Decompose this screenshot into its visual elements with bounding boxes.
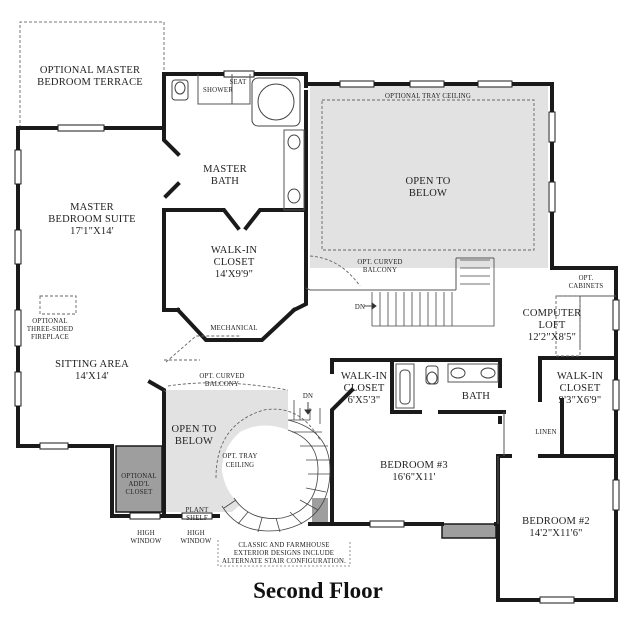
page-title: Second Floor	[253, 578, 383, 603]
master-closet-dim: 14'X9'9"	[215, 269, 253, 280]
note-line-1: CLASSIC AND FARMHOUSE	[238, 542, 329, 549]
opt-cabinets-label-2: CABINETS	[569, 283, 604, 290]
open-below-upper-label-2: BELOW	[409, 188, 447, 199]
b3-closet-label-2: CLOSET	[344, 383, 385, 394]
opt-closet-label-3: CLOSET	[126, 489, 154, 496]
bath-label: BATH	[462, 391, 490, 402]
master-suite-label-2: BEDROOM SUITE	[48, 214, 135, 225]
master-closet-label-2: CLOSET	[214, 257, 255, 268]
balcony-upper-label-1: OPT. CURVED	[357, 259, 402, 266]
master-suite-dim: 17'1"X14'	[70, 226, 114, 237]
svg-text:OPT.CABINETS: OPT.CABINETS	[569, 275, 604, 290]
high-window-left-2: WINDOW	[130, 538, 161, 545]
bedroom2-label: BEDROOM #2	[522, 516, 590, 527]
linen-label: LINEN	[535, 429, 556, 436]
balcony-lower-label-2: BALCONY	[205, 381, 239, 388]
seat-label: SEAT	[229, 79, 247, 86]
tray-ceiling-lower-label-2: CEILING	[226, 462, 255, 469]
tray-ceiling-lower-label-1: OPT. TRAY	[222, 453, 257, 460]
bedroom2-dim: 14'2"X11'6"	[529, 528, 582, 539]
optional-closet-area	[115, 445, 163, 513]
open-to-below-lower-area	[166, 390, 288, 512]
bath-fixture-dark	[441, 523, 497, 539]
opt-closet-label-2: ADD'L	[128, 481, 149, 488]
plant-shelf-label-2: SHELF	[186, 515, 208, 522]
b2-closet-label-1: WALK-IN	[557, 371, 604, 382]
fireplace-label-2: THREE-SIDED	[27, 326, 73, 333]
master-suite-label-1: MASTER	[70, 202, 114, 213]
open-below-lower-label-2: BELOW	[175, 436, 213, 447]
sitting-area-dim: 14'X14'	[75, 371, 109, 382]
mechanical-label: MECHANICAL	[210, 325, 257, 332]
b2-closet-dim: 9'3"X6'9"	[559, 395, 602, 406]
windows	[14, 70, 620, 604]
high-window-right-2: WINDOW	[180, 538, 211, 545]
opt-closet-label-1: OPTIONAL	[121, 473, 157, 480]
dn-lower-label: DN	[303, 393, 313, 400]
shower-label: SHOWER	[203, 87, 233, 94]
balcony-upper-label-2: BALCONY	[363, 267, 397, 274]
stairs-upper	[371, 258, 495, 327]
master-bath-label-2: BATH	[211, 176, 239, 187]
high-window-left-1: HIGH	[137, 530, 155, 537]
dn-arrows	[304, 302, 377, 415]
open-below-lower-label-1: OPEN TO	[171, 424, 216, 435]
opt-cabinets-label-1: OPT.	[579, 275, 594, 282]
dashed-lines	[39, 99, 581, 479]
b3-closet-label-1: WALK-IN	[341, 371, 388, 382]
b2-closet-label-2: CLOSET	[560, 383, 601, 394]
computer-loft-label-2: LOFT	[538, 320, 565, 331]
thin-lines	[163, 74, 616, 524]
tray-ceiling-upper-label: OPTIONAL TRAY CEILING	[385, 93, 471, 100]
walls	[16, 72, 618, 602]
high-window-right-1: HIGH	[187, 530, 205, 537]
master-bath-label-1: MASTER	[203, 164, 247, 175]
balcony-lower-label-1: OPT. CURVED	[199, 373, 244, 380]
dn-upper-label: DN	[355, 304, 365, 311]
master-closet-label-1: WALK-IN	[211, 245, 258, 256]
open-to-below-upper-area	[310, 86, 548, 268]
note-line-2: EXTERIOR DESIGNS INCLUDE	[234, 550, 334, 557]
stairs-curved	[221, 400, 331, 533]
plant-shelf-label-1: PLANT	[186, 507, 210, 514]
bedroom3-label: BEDROOM #3	[380, 460, 448, 471]
fireplace-label-3: FIREPLACE	[31, 334, 69, 341]
sitting-area-label: SITTING AREA	[55, 359, 129, 370]
terrace-label-2: BEDROOM TERRACE	[37, 77, 143, 88]
open-below-upper-label-1: OPEN TO	[405, 176, 450, 187]
computer-loft-dim: 12'2"X8'5"	[528, 332, 576, 343]
note-bracket	[217, 540, 351, 567]
bedroom3-dim: 16'6"X11'	[392, 472, 435, 483]
note-line-3: ALTERNATE STAIR CONFIGURATION.	[222, 558, 346, 565]
computer-loft-label-1: COMPUTER	[523, 308, 582, 319]
terrace-label-1: OPTIONAL MASTER	[40, 65, 140, 76]
bath-fixtures	[171, 77, 496, 405]
fireplace-label-1: OPTIONAL	[32, 318, 68, 325]
b3-closet-dim: 6'X5'3"	[348, 395, 381, 406]
stair-landing-dark	[312, 498, 328, 524]
